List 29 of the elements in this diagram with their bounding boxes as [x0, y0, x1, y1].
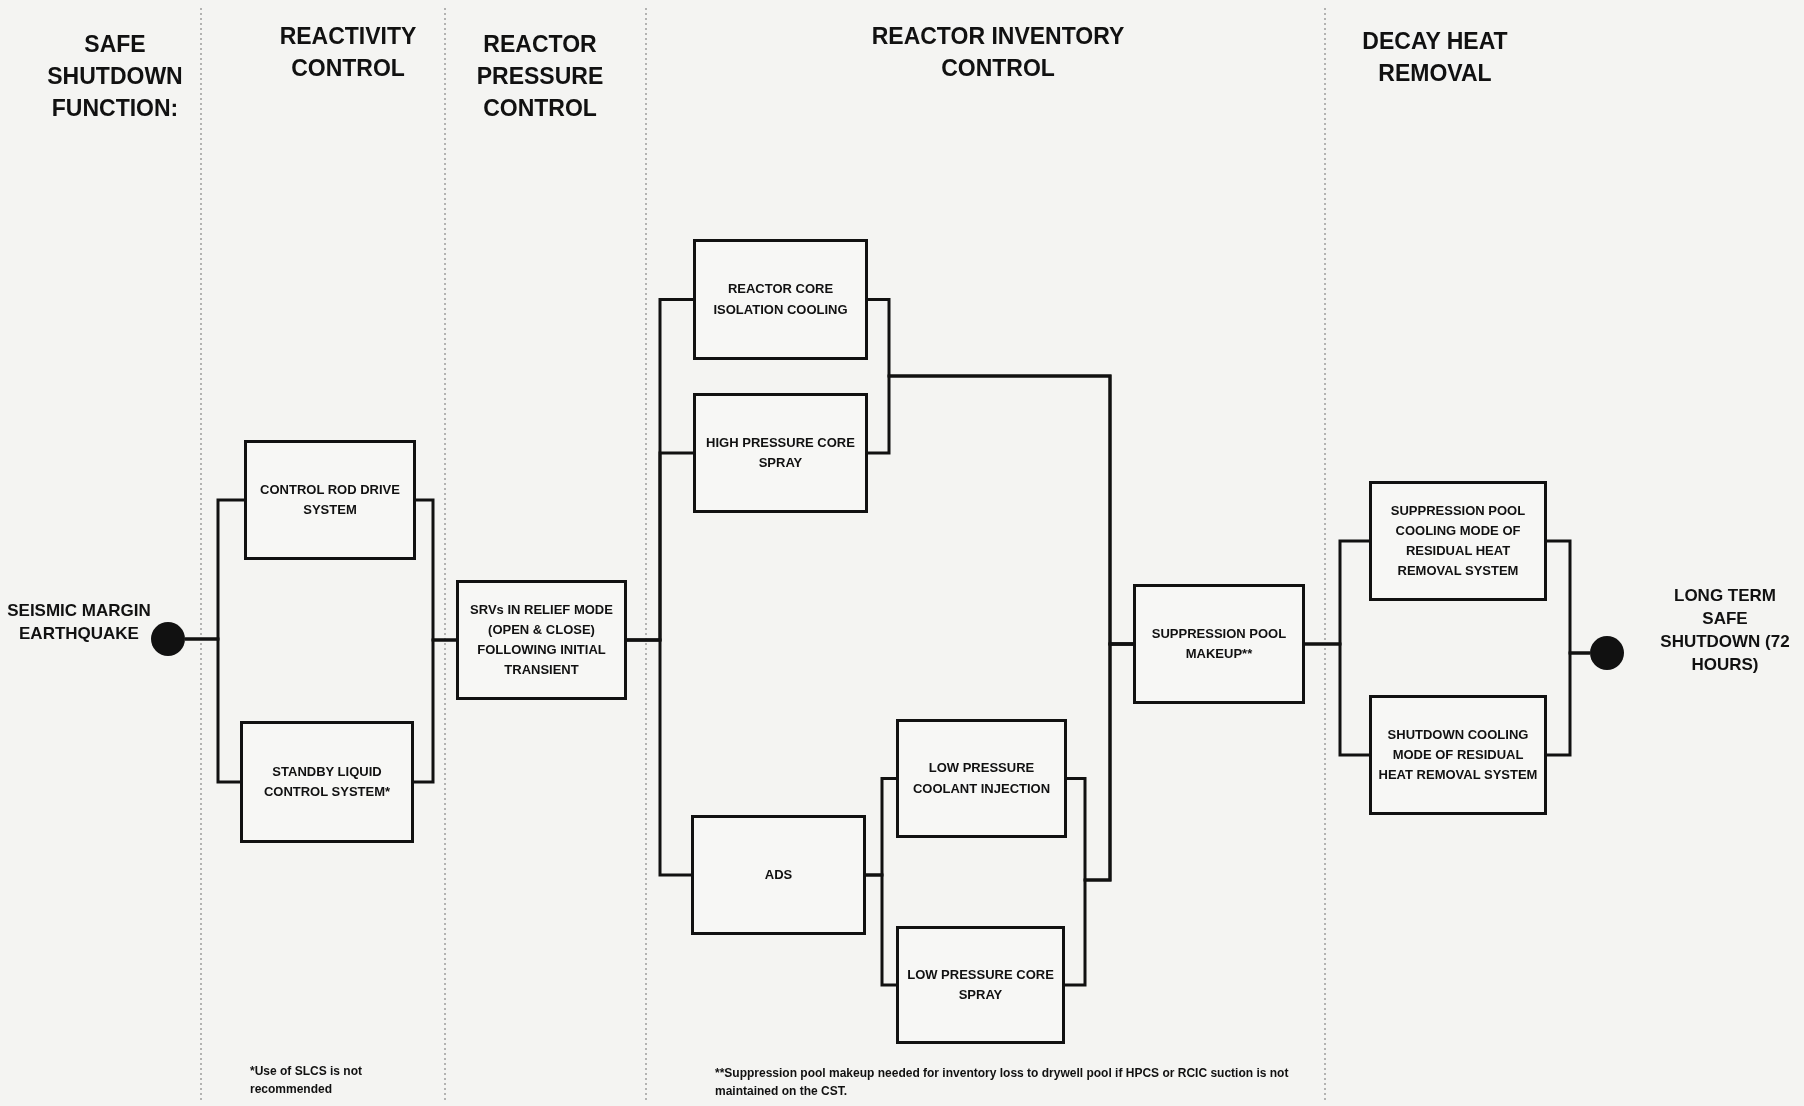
- column-heading: REACTOR PRESSURE CONTROL: [475, 30, 605, 124]
- system-box: SUPPRESSION POOL MAKEUP**: [1133, 584, 1305, 704]
- terminal-dot: [1590, 636, 1624, 670]
- connector-line: [1065, 642, 1133, 987]
- column-heading: SAFE SHUTDOWN FUNCTION:: [46, 30, 184, 124]
- connector-line: [627, 638, 691, 877]
- system-box: REACTOR CORE ISOLATION COOLING: [693, 239, 868, 360]
- system-box: STANDBY LIQUID CONTROL SYSTEM*: [240, 721, 414, 843]
- footnote: **Suppression pool makeup needed for inventory loss to drywell pool if HPCS or RCIC suction is not maintained on the CST.: [715, 1065, 1290, 1100]
- node-caption: LONG TERM SAFE SHUTDOWN (72 HOURS): [1659, 585, 1791, 676]
- footnote: *Use of SLCS is not recommended: [250, 1063, 363, 1098]
- connector-line: [414, 638, 456, 784]
- connector-line: [866, 873, 896, 987]
- column-heading: REACTIVITY CONTROL: [278, 22, 418, 84]
- connector-line: [1547, 651, 1590, 757]
- system-box: LOW PRESSURE CORE SPRAY: [896, 926, 1065, 1044]
- system-box: CONTROL ROD DRIVE SYSTEM: [244, 440, 416, 560]
- column-heading: DECAY HEAT REMOVAL: [1361, 27, 1509, 89]
- system-box: LOW PRESSURE COOLANT INJECTION: [896, 719, 1067, 838]
- system-box: SRVs IN RELIEF MODE (OPEN & CLOSE) FOLLOWING INITIAL TRANSIENT: [456, 580, 627, 700]
- connector-line: [185, 637, 240, 784]
- system-box: HIGH PRESSURE CORE SPRAY: [693, 393, 868, 513]
- system-box: SUPPRESSION POOL COOLING MODE OF RESIDUAL HEAT REMOVAL SYSTEM: [1369, 481, 1547, 601]
- connector-line: [1305, 642, 1369, 757]
- column-heading: REACTOR INVENTORY CONTROL: [870, 22, 1126, 84]
- system-box: ADS: [691, 815, 866, 935]
- system-box: SHUTDOWN COOLING MODE OF RESIDUAL HEAT REMOVAL SYSTEM: [1369, 695, 1547, 815]
- node-caption: SEISMIC MARGIN EARTHQUAKE: [6, 600, 152, 645]
- terminal-dot: [151, 622, 185, 656]
